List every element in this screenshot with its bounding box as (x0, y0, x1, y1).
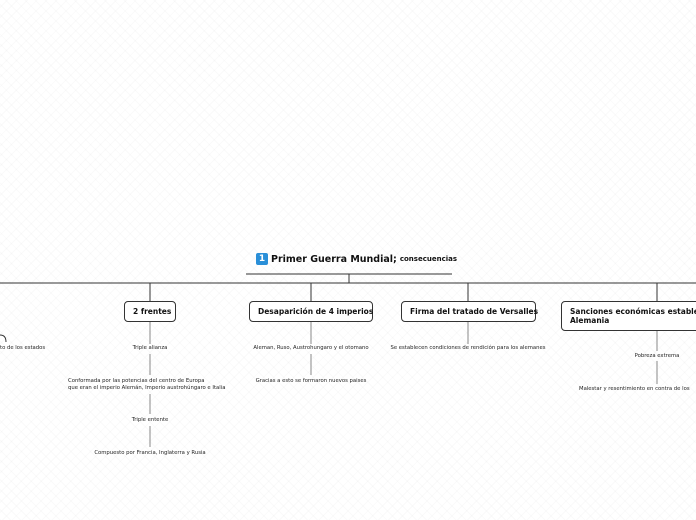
topic-tratado-versalles[interactable]: Firma del tratado de Versalles (401, 301, 538, 322)
subtopic-conformada-line2: que eran el imperio Alemán, Imperio aust… (68, 384, 226, 391)
topic-sanciones-line1: Sanciones económicas establecid (570, 307, 696, 316)
subtopic-conformada-line1: Conformada por las potencias del centro … (68, 378, 205, 384)
subtopic-triple-alianza[interactable]: Triple alianza (132, 345, 168, 351)
subtopic-pobreza-extrema[interactable]: Pobreza extrema (634, 353, 680, 359)
subtopic-malestar[interactable]: Malestar y resentimiento en contra de lo… (579, 386, 690, 392)
central-topic-title: Primer Guerra Mundial; (271, 253, 397, 265)
topic-2-frentes[interactable]: 2 frentes (124, 301, 176, 322)
subtopic-nuevos-paises[interactable]: Gracias a esto se formaron nuevos paises (255, 378, 367, 384)
topic-sanciones-line2: Alemania (570, 316, 610, 325)
subtopic-compuesto[interactable]: Compuesto por Francia, Inglaterra y Rusi… (94, 450, 206, 456)
topic-sanciones-economicas[interactable]: Sanciones económicas establecid Alemania (561, 301, 696, 331)
subtopic-triple-entente[interactable]: Triple entente (131, 417, 169, 423)
subtopic-condiciones-rendicion[interactable]: Se establecen condiciones de rendición p… (390, 345, 546, 351)
central-topic-suffix: consecuencias (399, 255, 458, 263)
priority-1-icon: 1 (256, 253, 268, 265)
topic-desaparicion-imperios[interactable]: Desaparición de 4 imperios (249, 301, 373, 322)
subtopic-conformada[interactable]: Conformada por las potencias del centro … (68, 378, 225, 391)
central-topic[interactable]: 1 Primer Guerra Mundial; consecuencias (256, 253, 457, 265)
subtopic-imperios-list[interactable]: Aleman, Ruso, Austrohungaro y el otomano (253, 345, 369, 351)
left-partial-subtopic[interactable]: to de los estados (0, 345, 46, 351)
